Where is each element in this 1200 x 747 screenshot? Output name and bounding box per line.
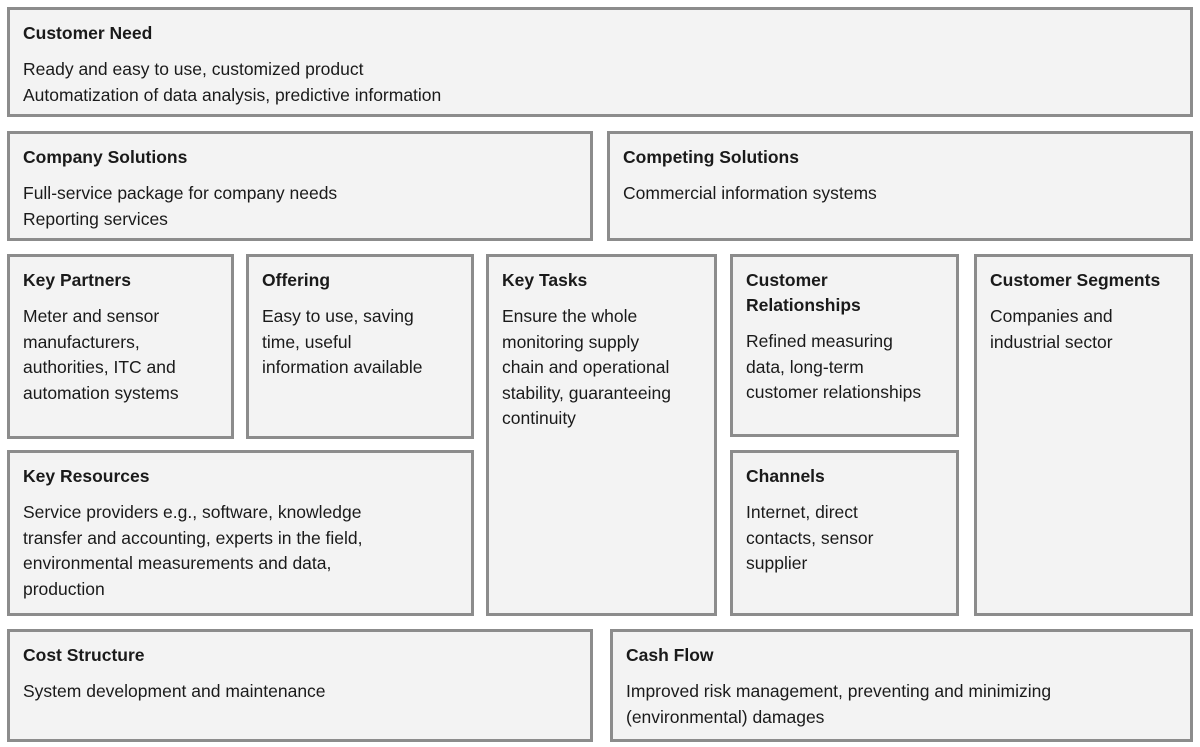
offering-block: Offering Easy to use, saving time, usefu… [246,254,474,439]
text-line: Ensure the whole [502,306,638,326]
customer-need-title: Customer Need [23,23,153,43]
text-line: Full-service package for company needs [23,183,338,203]
text-line: contacts, sensor [746,527,874,548]
customer-segments-block: Customer Segments Companies and industri… [974,254,1193,616]
company-solutions-title: Company Solutions [23,147,188,167]
text-line: chain and operational [502,357,670,377]
channels-title: Channels [746,466,825,486]
text-line: industrial sector [990,331,1113,352]
text-line: Ready and easy to use, customized produc… [23,59,364,79]
text-line: monitoring supply [502,331,640,352]
customer-segments-text: Companies and industrial sector [990,304,1177,355]
text-line: environmental measurements and data, [23,553,332,573]
cost-structure-text: System development and maintenance [23,679,577,705]
customer-need-text: Ready and easy to use, customized produc… [23,57,1177,108]
company-solutions-block: Company Solutions Full-service package f… [7,131,593,241]
text-line: authorities, ITC and [23,357,176,377]
text-line: Internet, direct [746,502,858,522]
text-line: transfer and accounting, experts in the … [23,527,363,548]
text-line: Improved risk management, preventing and… [626,681,1052,701]
key-tasks-title: Key Tasks [502,270,588,290]
text-line: customer relationships [746,382,922,402]
text-line: Commercial information systems [623,183,877,203]
text-line: Automatization of data analysis, predict… [23,84,442,105]
key-resources-title: Key Resources [23,466,150,486]
text-line: Service providers e.g., software, knowle… [23,502,362,522]
key-partners-title: Key Partners [23,270,131,290]
key-resources-block: Key Resources Service providers e.g., so… [7,450,474,616]
text-line: Refined measuring [746,331,893,351]
text-line: supplier [746,553,808,573]
customer-relationships-block: Customer Relationships Refined measuring… [730,254,959,437]
customer-segments-title: Customer Segments [990,270,1161,290]
text-line: data, long-term [746,356,864,377]
offering-title: Offering [262,270,331,290]
text-line: information available [262,357,423,377]
title-line: Customer [746,270,828,290]
company-solutions-text: Full-service package for company needs R… [23,181,577,232]
text-line: manufacturers, [23,331,140,352]
competing-solutions-text: Commercial information systems [623,181,1177,207]
cost-structure-title: Cost Structure [23,645,145,665]
text-line: continuity [502,408,576,428]
customer-relationships-text: Refined measuring data, long-term custom… [746,329,943,406]
customer-relationships-title: Customer Relationships [746,268,943,318]
key-tasks-text: Ensure the whole monitoring supply chain… [502,304,701,432]
text-line: Easy to use, saving [262,306,414,326]
text-line: production [23,578,105,599]
cash-flow-block: Cash Flow Improved risk management, prev… [610,629,1193,742]
text-line: stability, guaranteeing [502,382,671,403]
key-partners-block: Key Partners Meter and sensor manufactur… [7,254,234,439]
title-line: Relationships [746,295,861,315]
text-line: Reporting services [23,208,168,229]
competing-solutions-block: Competing Solutions Commercial informati… [607,131,1193,241]
key-tasks-block: Key Tasks Ensure the whole monitoring su… [486,254,717,616]
cash-flow-text: Improved risk management, preventing and… [626,679,1177,730]
cash-flow-title: Cash Flow [626,645,714,665]
text-line: Meter and sensor [23,306,160,326]
text-line: time, useful [262,331,352,352]
channels-text: Internet, direct contacts, sensor suppli… [746,500,943,577]
cost-structure-block: Cost Structure System development and ma… [7,629,593,742]
competing-solutions-title: Competing Solutions [623,147,799,167]
text-line: (environmental) damages [626,706,825,727]
offering-text: Easy to use, saving time, useful informa… [262,304,458,381]
text-line: automation systems [23,382,179,403]
text-line: Companies and [990,306,1113,326]
key-partners-text: Meter and sensor manufacturers, authorit… [23,304,218,406]
channels-block: Channels Internet, direct contacts, sens… [730,450,959,616]
customer-need-block: Customer Need Ready and easy to use, cus… [7,7,1193,117]
text-line: System development and maintenance [23,681,326,701]
key-resources-text: Service providers e.g., software, knowle… [23,500,458,602]
